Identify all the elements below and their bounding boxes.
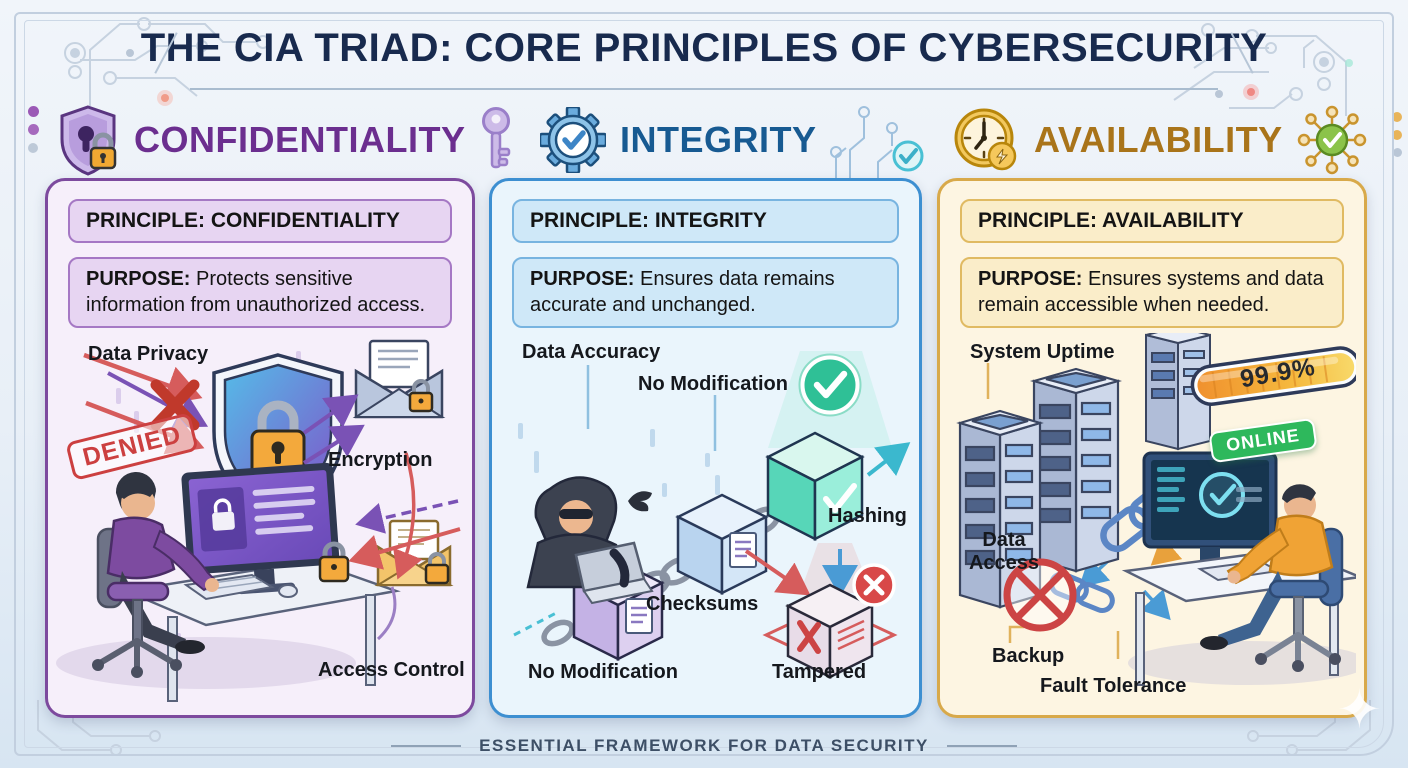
confidentiality-illustration: Data Privacy DENIED Encryption Access Co…: [56, 333, 465, 709]
purpose-text: Protects sensitive information from unau…: [86, 268, 426, 316]
confidentiality-heading: CONFIDENTIALITY: [134, 119, 466, 160]
purpose-label: PURPOSE:: [978, 268, 1083, 290]
availability-purpose-box: PURPOSE: Ensures systems and data remain…: [960, 257, 1344, 329]
shield-lock-icon: [60, 105, 117, 176]
footer-text: ESSENTIAL FRAMEWORK FOR DATA SECURITY: [479, 736, 929, 755]
edge-dot: [28, 143, 38, 153]
label-data-accuracy: Data Accuracy: [522, 341, 661, 363]
label-access-control: Access Control: [318, 659, 465, 681]
encryption-arrows: [302, 394, 365, 465]
footer: ESSENTIAL FRAMEWORK FOR DATA SECURITY: [0, 736, 1408, 756]
tampered-cube: [762, 583, 898, 680]
clock-icon: [954, 108, 1017, 171]
label-checksums: Checksums: [646, 593, 759, 615]
hacker-figure: [526, 476, 654, 605]
integrity-principle-box: PRINCIPLE: INTEGRITY: [512, 199, 899, 243]
integrity-illustration: Data Accuracy No Modification Hashing Ch…: [500, 333, 911, 709]
gear-check-icon: [540, 107, 606, 173]
label-no-modification-top: No Modification: [638, 373, 788, 395]
label-backup: Backup: [992, 645, 1065, 667]
label-system-uptime: System Uptime: [970, 341, 1115, 363]
encrypted-envelope: [352, 339, 446, 419]
uptime-progress-bar: [1190, 346, 1356, 406]
network-check-icon: [1297, 105, 1366, 175]
label-data-access: Data Access: [968, 529, 1040, 574]
integrity-header: INTEGRITY: [540, 104, 817, 176]
person-confidentiality: [92, 471, 219, 678]
sparkle-decoration: ✦: [1336, 680, 1382, 740]
footer-rule-left: [391, 745, 462, 747]
label-fault-tolerance: Fault Tolerance: [1040, 675, 1187, 697]
label-data-privacy: Data Privacy: [88, 343, 209, 365]
confidentiality-card: PRINCIPLE: CONFIDENTIALITY PURPOSE: Prot…: [45, 178, 475, 718]
integrity-card: PRINCIPLE: INTEGRITY PURPOSE: Ensures da…: [489, 178, 922, 718]
desk-padlock: [318, 541, 350, 583]
availability-heading: AVAILABILITY: [1034, 119, 1283, 160]
verified-check-icon: [798, 353, 862, 417]
hash-arrow: [866, 442, 911, 477]
binary-texture: [518, 423, 720, 497]
integrity-heading: INTEGRITY: [620, 119, 817, 160]
hashed-cube: [765, 431, 865, 542]
edge-dot: [1393, 148, 1402, 157]
access-control-arrows: [348, 452, 461, 641]
edge-dot: [28, 124, 39, 135]
access-envelope: [374, 519, 454, 587]
chain-tail: [513, 609, 561, 637]
label-tampered: Tampered: [772, 661, 867, 683]
availability-header: AVAILABILITY: [952, 104, 1367, 176]
edge-dot: [28, 106, 39, 117]
footer-rule-right: [946, 745, 1017, 747]
label-no-modification-bottom: No Modification: [528, 661, 678, 683]
purpose-text: Ensures data remains accurate and unchan…: [530, 268, 835, 316]
purpose-text: Ensures systems and data remain accessib…: [978, 268, 1324, 316]
integrity-purpose-box: PURPOSE: Ensures data remains accurate a…: [512, 257, 899, 329]
label-encryption: Encryption: [328, 449, 433, 471]
label-hashing: Hashing: [828, 505, 907, 527]
availability-card: PRINCIPLE: AVAILABILITY PURPOSE: Ensures…: [937, 178, 1382, 740]
label-connectors: [986, 363, 1120, 659]
person-availability: [1200, 484, 1344, 672]
availability-principle-box: PRINCIPLE: AVAILABILITY: [960, 199, 1344, 243]
tamper-arrow: [744, 549, 811, 596]
confidentiality-header: CONFIDENTIALITY: [56, 104, 513, 176]
availability-illustration: System Uptime 99.9% ONLINE Data Access B…: [948, 333, 1356, 709]
title-divider: [190, 88, 1218, 90]
floor-shadow: [56, 637, 356, 689]
purpose-label: PURPOSE:: [86, 268, 191, 290]
malware-silhouette: [628, 491, 652, 512]
error-badge-icon: [852, 563, 896, 607]
edge-dot: [1392, 130, 1402, 140]
page-title: THE CIA TRIAD: CORE PRINCIPLES OF CYBERS…: [140, 26, 1268, 70]
confidentiality-principle-box: PRINCIPLE: CONFIDENTIALITY: [68, 199, 452, 243]
no-access-icon: [1003, 558, 1115, 632]
key-icon: [482, 107, 511, 169]
circuit-check-icon: [830, 106, 924, 180]
confidentiality-purpose-box: PURPOSE: Protects sensitive information …: [68, 257, 452, 329]
edge-dot: [1392, 112, 1402, 122]
data-cube: [675, 493, 769, 596]
purpose-label: PURPOSE:: [530, 268, 635, 290]
